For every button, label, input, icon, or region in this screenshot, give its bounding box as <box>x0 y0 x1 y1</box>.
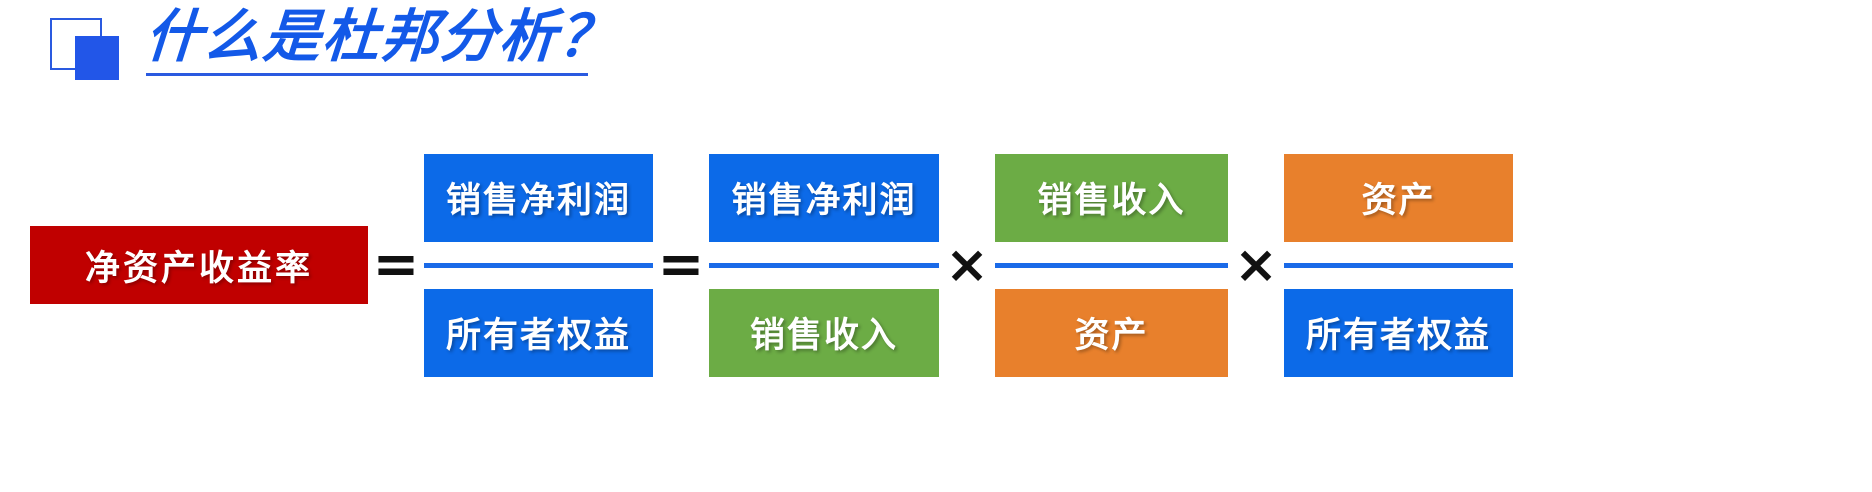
decorative-square-filled-icon <box>75 36 119 80</box>
operator-times-1: × <box>945 235 989 295</box>
dupont-formula: 净资产收益率 = 销售净利润 所有者权益 = 销售净利润 销售收入 × 销售收入… <box>0 110 1872 420</box>
title-block: 什么是杜邦分析？ <box>0 0 1872 110</box>
result-box-return-on-equity: 净资产收益率 <box>30 226 368 304</box>
fraction-3-numerator: 销售收入 <box>995 153 1228 242</box>
operator-equals-1: = <box>372 232 420 297</box>
page-title: 什么是杜邦分析？ <box>143 5 620 69</box>
fraction-2-numerator: 销售净利润 <box>709 153 939 242</box>
operator-equals-2: = <box>657 232 705 297</box>
fraction-2-bar <box>709 262 939 268</box>
fraction-1-bar <box>424 262 653 268</box>
fraction-2-denominator: 销售收入 <box>709 288 939 377</box>
fraction-1: 销售净利润 所有者权益 <box>424 129 653 401</box>
fraction-1-denominator: 所有者权益 <box>424 288 653 377</box>
fraction-3-bar <box>995 262 1228 268</box>
fraction-4-bar <box>1284 262 1513 268</box>
fraction-3-denominator: 资产 <box>995 288 1228 377</box>
fraction-1-numerator: 销售净利润 <box>424 153 653 242</box>
fraction-4-denominator: 所有者权益 <box>1284 288 1513 377</box>
title-underline <box>146 73 588 76</box>
operator-times-2: × <box>1234 235 1278 295</box>
fraction-2: 销售净利润 销售收入 <box>709 129 939 401</box>
fraction-3: 销售收入 资产 <box>995 129 1228 401</box>
fraction-4-numerator: 资产 <box>1284 153 1513 242</box>
fraction-4: 资产 所有者权益 <box>1284 129 1513 401</box>
